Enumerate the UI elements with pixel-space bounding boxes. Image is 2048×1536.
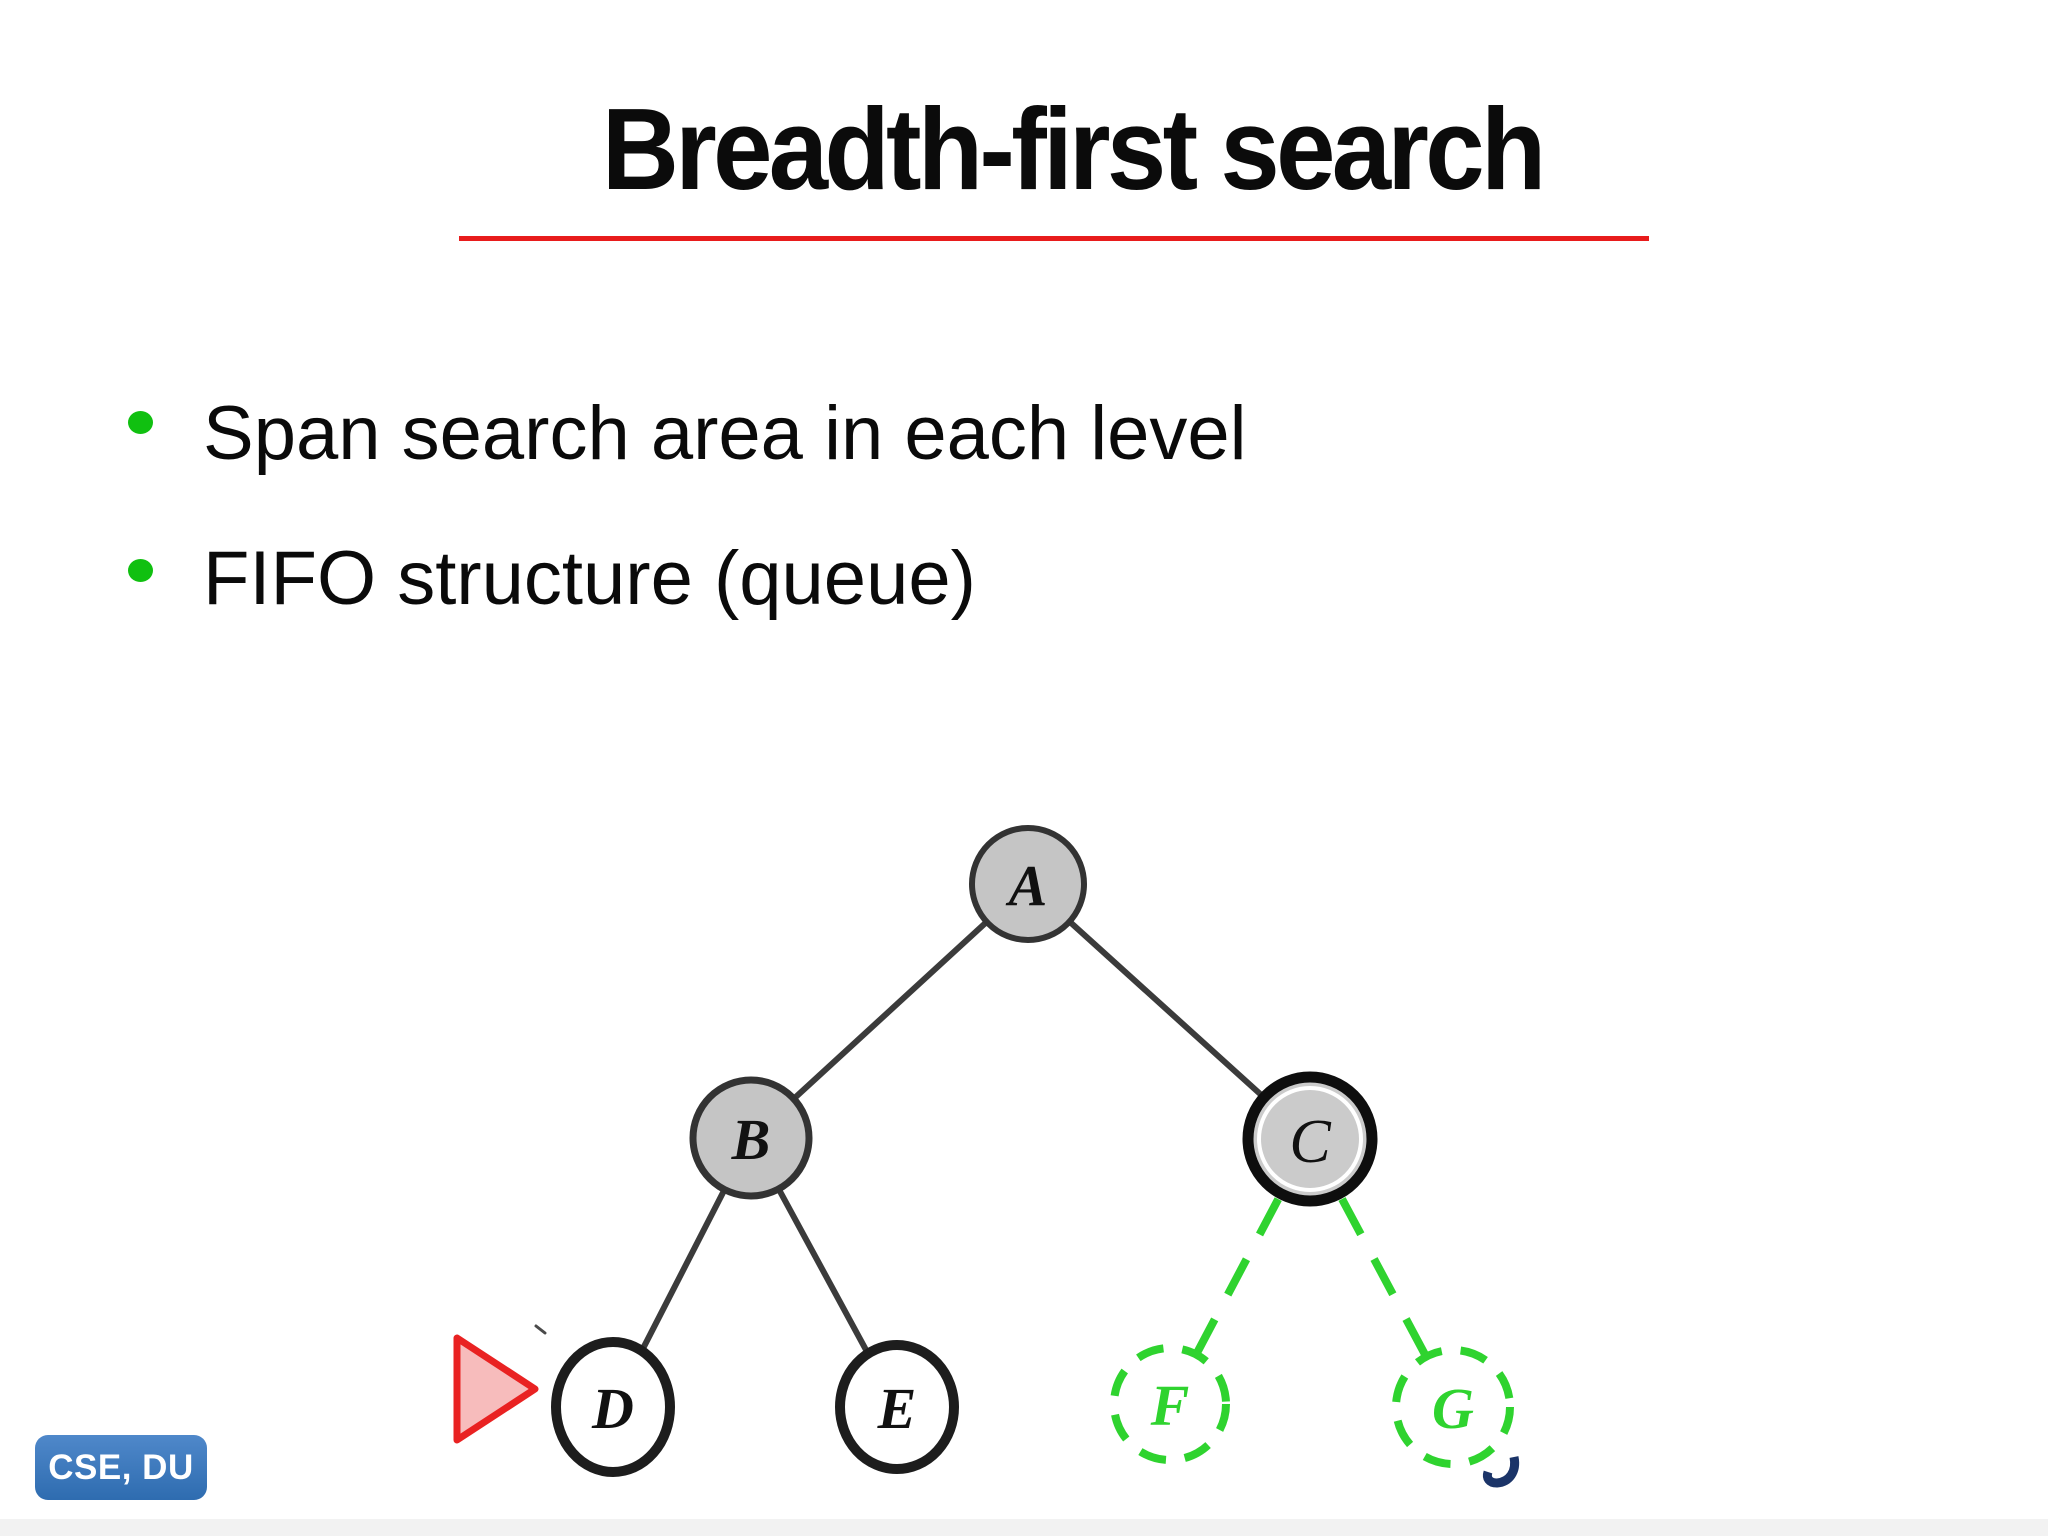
footer-band: [0, 1519, 2048, 1536]
tree-node-B: [689, 1076, 813, 1200]
tree-node-A: [969, 825, 1087, 943]
tree-node-label-F: F: [1150, 1373, 1190, 1438]
frontier-pointer-icon: [453, 1334, 539, 1444]
tree-edge-C-G: [1306, 1137, 1457, 1409]
artifact-tick: [534, 1324, 547, 1335]
tree-node-label-B: B: [731, 1107, 771, 1172]
bullet-text-2: FIFO structure (queue): [203, 536, 976, 621]
title-underline: [459, 236, 1649, 241]
tree-node-E: [835, 1340, 959, 1474]
bullet-text-1: Span search area in each level: [203, 391, 1247, 476]
tree-node-ring-C: [1257, 1086, 1363, 1192]
tree-node-label-A: A: [1006, 853, 1048, 918]
tree-node-C: [1242, 1071, 1378, 1207]
bullet-dot-icon: [128, 411, 153, 434]
tree-node-label-G: G: [1432, 1376, 1474, 1441]
page-title: Breadth-first search: [48, 91, 2048, 207]
cse-du-badge: CSE, DU: [35, 1435, 207, 1500]
tree-node-F: [1110, 1344, 1230, 1464]
tree-node-G: [1392, 1346, 1514, 1468]
tree-node-label-D: D: [591, 1376, 634, 1441]
page-title-text: Breadth-first search: [601, 84, 1546, 214]
tree-edge-C-F: [1166, 1137, 1314, 1406]
tree-node-label-E: E: [877, 1376, 917, 1441]
bullet-dot-icon: [128, 559, 153, 582]
tree-node-D: [551, 1337, 675, 1477]
tree-edge-A-B: [748, 881, 1031, 1141]
tree-node-label-C: C: [1289, 1108, 1331, 1176]
page-number-fragment: [1482, 1456, 1520, 1488]
